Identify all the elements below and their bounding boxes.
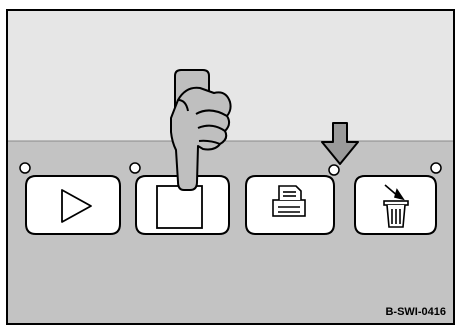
- indicator-light: [329, 165, 339, 175]
- indicator-light: [431, 163, 441, 173]
- indicator-light: [130, 163, 140, 173]
- print-button[interactable]: [246, 165, 339, 234]
- reference-code: B-SWI-0416: [385, 306, 446, 318]
- stop-icon: [157, 186, 202, 228]
- upper-panel: [7, 10, 454, 141]
- indicator-light: [20, 163, 30, 173]
